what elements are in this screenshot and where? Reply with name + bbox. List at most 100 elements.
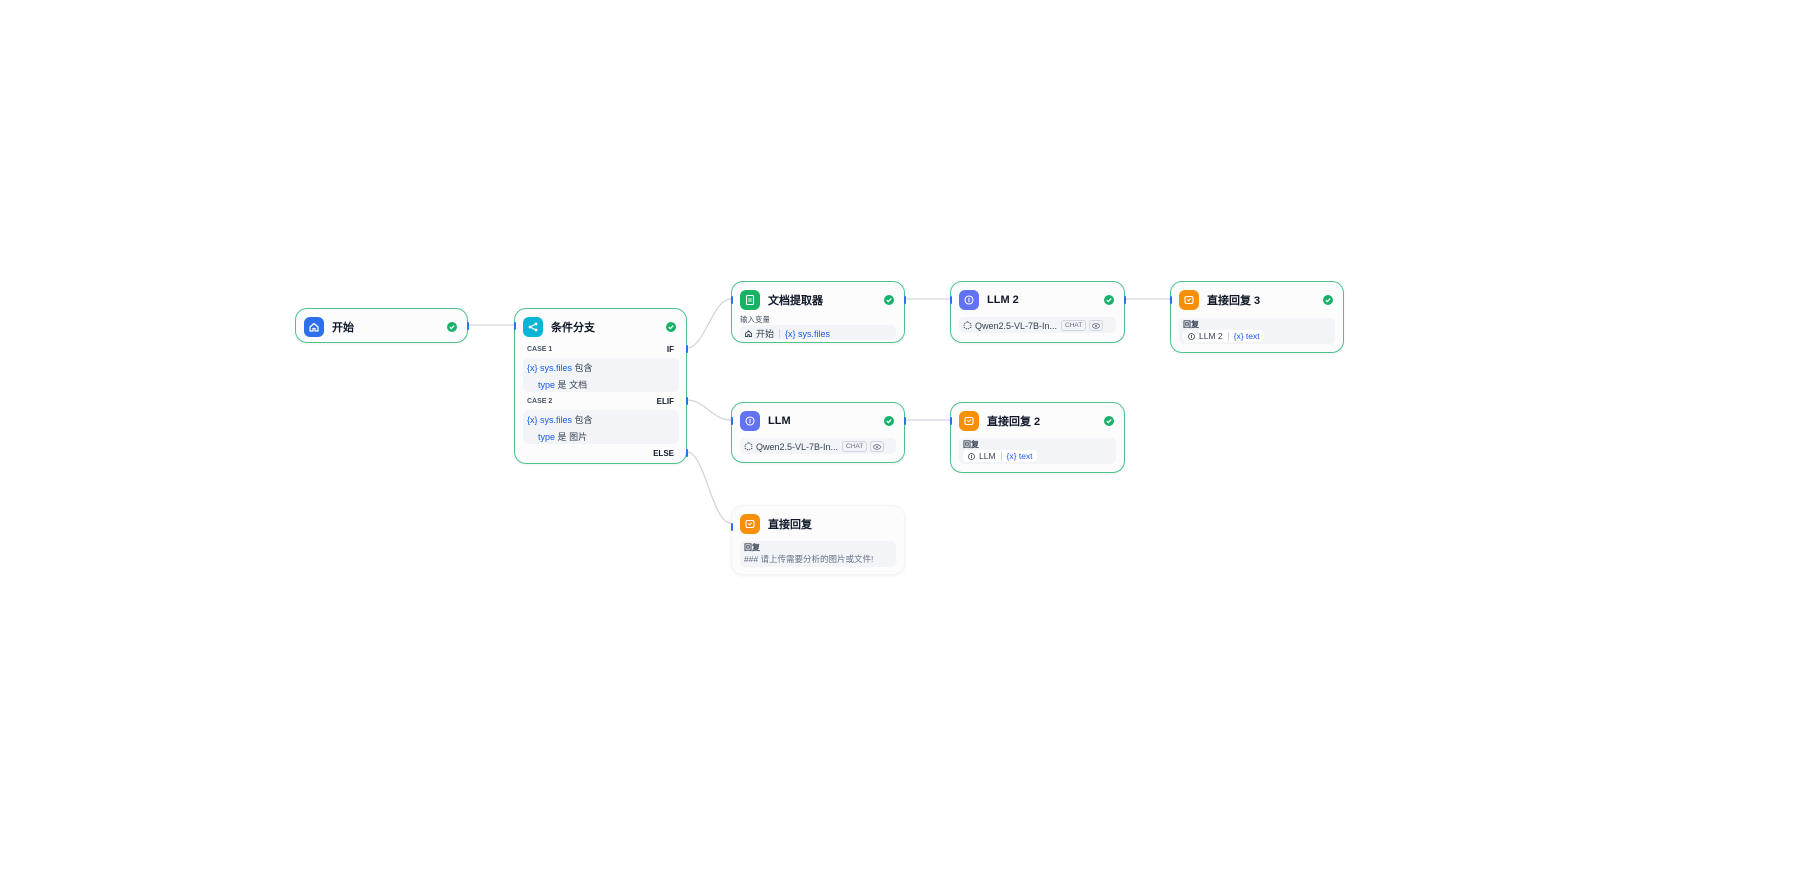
model-row: Qwen2.5-VL-7B-In... CHAT — [744, 441, 885, 452]
condition-box[interactable]: {x} sys.files 包含 type 是 图片 — [523, 410, 679, 444]
mode-badge: CHAT — [842, 441, 868, 452]
model-selector[interactable]: Qwen2.5-VL-7B-In... CHAT — [740, 438, 896, 454]
node-title: 直接回复 2 — [987, 416, 1041, 428]
if-output-handle[interactable] — [686, 345, 688, 353]
doc-extractor-node[interactable]: 文档提取器 输入变量 开始 {x} sys.files — [731, 281, 906, 343]
llm-icon — [959, 290, 979, 310]
start-node[interactable]: 开始 — [295, 308, 469, 343]
node-title: 开始 — [332, 322, 354, 334]
sub-condition-row: type 是 文档 — [538, 378, 587, 391]
llm-node[interactable]: LLM Qwen2.5-VL-7B-In... CHAT — [731, 402, 906, 463]
if-else-node[interactable]: 条件分支 CASE 1 IF {x} sys.files 包含 type 是 文… — [514, 308, 688, 464]
sub-value: 图片 — [569, 432, 588, 442]
sub-operator: 是 — [557, 380, 567, 390]
input-handle[interactable] — [950, 296, 952, 304]
case-label: CASE 1 — [527, 346, 553, 353]
condition-variable: {x} sys.files — [527, 363, 573, 373]
case-keyword: ELIF — [656, 397, 674, 406]
mode-badge: CHAT — [1061, 320, 1087, 331]
else-keyword: ELSE — [653, 449, 674, 458]
variable-name: {x} text — [1006, 451, 1033, 461]
reply-icon — [959, 411, 979, 431]
llm2-node[interactable]: LLM 2 Qwen2.5-VL-7B-In... CHAT — [950, 281, 1126, 343]
input-variable-field[interactable]: 开始 {x} sys.files — [740, 325, 896, 339]
condition-row: {x} sys.files 包含 — [527, 413, 593, 426]
node-title: LLM — [768, 415, 791, 427]
source-node-name: LLM 2 — [1199, 331, 1223, 341]
input-handle[interactable] — [514, 322, 516, 330]
model-name: Qwen2.5-VL-7B-In... — [975, 320, 1058, 331]
input-handle[interactable] — [950, 417, 952, 425]
output-handle[interactable] — [904, 296, 906, 304]
llm-icon — [1188, 332, 1195, 340]
answer3-node[interactable]: 直接回复 3 回复 LLM 2 {x} text — [1170, 281, 1344, 353]
input-handle[interactable] — [731, 417, 733, 425]
reply-field[interactable]: 回复 LLM {x} text — [959, 438, 1116, 464]
case-label: CASE 2 — [527, 398, 553, 405]
sub-variable: type — [538, 380, 556, 390]
condition-box[interactable]: {x} sys.files 包含 type 是 文档 — [523, 358, 679, 392]
eye-icon — [870, 441, 885, 452]
condition-variable: {x} sys.files — [527, 415, 573, 425]
reply-label: 回复 — [1183, 320, 1199, 329]
model-provider-icon — [963, 321, 972, 330]
node-title: 直接回复 3 — [1207, 295, 1261, 307]
separator — [779, 329, 781, 338]
node-title: 直接回复 — [768, 519, 812, 531]
reply-icon — [740, 514, 760, 534]
node-title: 条件分支 — [551, 322, 595, 334]
separator — [1000, 451, 1002, 461]
case-keyword: IF — [666, 345, 674, 354]
home-icon — [304, 317, 324, 337]
reply-field[interactable]: 回复 LLM 2 {x} text — [1179, 318, 1335, 344]
check-circle-icon — [1323, 295, 1333, 305]
output-handle[interactable] — [467, 322, 469, 330]
condition-operator: 包含 — [574, 363, 593, 373]
reply-content: LLM 2 {x} text — [1183, 330, 1264, 342]
reply-content: LLM {x} text — [963, 450, 1037, 462]
output-handle[interactable] — [904, 417, 906, 425]
reply-label: 回复 — [963, 440, 979, 449]
variable-chip: LLM 2 {x} text — [1183, 330, 1264, 342]
sub-variable: type — [538, 432, 556, 442]
check-circle-icon — [1104, 416, 1114, 426]
model-name: Qwen2.5-VL-7B-In... — [756, 441, 839, 452]
source-node-name: LLM — [979, 451, 996, 461]
input-handle[interactable] — [731, 296, 733, 304]
check-circle-icon — [447, 322, 457, 332]
llm-icon — [968, 452, 975, 460]
reply-label: 回复 — [744, 543, 760, 552]
reply-field[interactable]: 回复 ### 请上传需要分析的图片或文件! — [740, 541, 896, 567]
home-icon — [745, 330, 752, 337]
check-circle-icon — [884, 416, 894, 426]
separator — [1227, 331, 1229, 341]
input-variable-label: 输入变量 — [740, 315, 770, 324]
sub-value: 文档 — [569, 380, 588, 390]
else-output-handle[interactable] — [686, 449, 688, 457]
source-node-name: 开始 — [756, 329, 775, 339]
variable-reference: 开始 {x} sys.files — [744, 327, 830, 340]
check-circle-icon — [666, 322, 676, 332]
sub-operator: 是 — [557, 432, 567, 442]
elif-output-handle[interactable] — [686, 397, 688, 405]
model-provider-icon — [744, 442, 753, 451]
condition-operator: 包含 — [574, 415, 593, 425]
variable-chip: LLM {x} text — [963, 450, 1037, 462]
edge-else-answer — [686, 451, 732, 524]
check-circle-icon — [1104, 295, 1114, 305]
edge-if-doc — [686, 298, 732, 349]
answer-node[interactable]: 直接回复 回复 ### 请上传需要分析的图片或文件! — [731, 505, 905, 575]
node-title: 文档提取器 — [768, 295, 823, 307]
model-selector[interactable]: Qwen2.5-VL-7B-In... CHAT — [959, 317, 1116, 333]
document-icon — [740, 290, 760, 310]
input-handle[interactable] — [731, 523, 733, 531]
input-handle[interactable] — [1170, 296, 1172, 304]
variable-name: {x} text — [1233, 331, 1260, 341]
answer2-node[interactable]: 直接回复 2 回复 LLM {x} text — [950, 402, 1125, 473]
variable-name: {x} sys.files — [785, 328, 831, 339]
output-handle[interactable] — [1124, 296, 1126, 304]
llm-icon — [740, 411, 760, 431]
reply-text: ### 请上传需要分析的图片或文件! — [744, 554, 874, 564]
eye-icon — [1089, 320, 1104, 331]
condition-row: {x} sys.files 包含 — [527, 361, 593, 374]
